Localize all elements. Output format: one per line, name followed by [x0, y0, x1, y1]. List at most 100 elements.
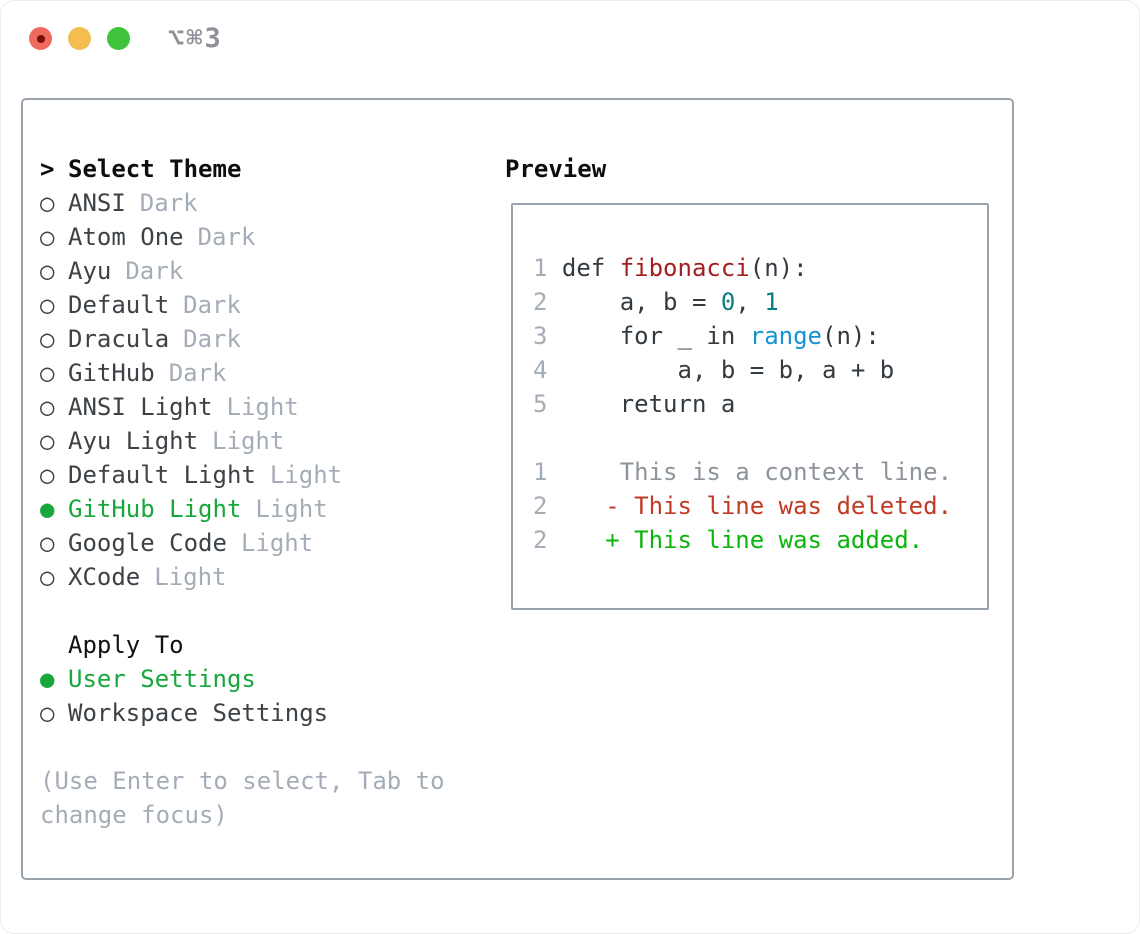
spacer — [40, 594, 492, 628]
radio-icon: ○ — [40, 359, 55, 387]
radio-icon: ○ — [40, 461, 55, 489]
apply-to-option-list: ● User Settings ○ Workspace Settings — [40, 662, 492, 730]
theme-label: Dracula — [68, 325, 170, 353]
code-segment: def — [561, 254, 620, 282]
theme-option-github-light[interactable]: ● GitHub Light Light — [40, 492, 492, 526]
theme-variant-tag: Dark — [197, 223, 256, 251]
theme-variant-tag: Dark — [168, 359, 227, 387]
radio-icon: ○ — [40, 529, 55, 557]
theme-variant-tag: Light — [226, 393, 299, 421]
apply-to-heading-label: Apply To — [68, 631, 184, 659]
theme-variant-tag: Light — [255, 495, 328, 523]
code-line: 5 return a — [533, 387, 975, 421]
code-segment: a, b = — [561, 288, 721, 316]
line-number: 2 — [533, 492, 548, 520]
diff-line-deleted: 2 - This line was deleted. — [533, 489, 975, 523]
theme-variant-tag: Light — [269, 461, 343, 489]
diff-text: - This line was deleted. — [547, 492, 953, 520]
radio-icon: ● — [40, 665, 55, 693]
line-number: 2 — [533, 526, 548, 554]
code-line: 1 def fibonacci(n): — [533, 251, 975, 285]
code-segment: 0 — [720, 288, 736, 316]
blank-line — [533, 421, 975, 455]
theme-label: Default Light — [68, 461, 256, 489]
close-dot-icon — [36, 34, 45, 43]
code-segment: a, b = b, a + b — [561, 356, 895, 384]
apply-option-label: Workspace Settings — [68, 699, 329, 727]
window-title: ⌥⌘3 — [168, 23, 223, 54]
theme-label: ANSI — [68, 189, 126, 217]
radio-icon: ○ — [40, 257, 55, 285]
window-titlebar: ⌥⌘3 — [1, 1, 1139, 76]
code-line: 4 a, b = b, a + b — [533, 353, 975, 387]
theme-option-atom-one[interactable]: ○ Atom One Dark — [40, 220, 492, 254]
code-segment: , — [735, 288, 765, 316]
theme-option-ayu[interactable]: ○ Ayu Dark — [40, 254, 492, 288]
code-segment: fibonacci — [619, 254, 750, 282]
theme-label: Default — [68, 291, 170, 319]
theme-label: GitHub — [68, 359, 155, 387]
theme-option-github[interactable]: ○ GitHub Dark — [40, 356, 492, 390]
line-number: 4 — [533, 356, 562, 384]
select-theme-heading: > Select Theme — [40, 152, 492, 186]
theme-variant-tag: Light — [154, 563, 227, 591]
theme-label: Atom One — [68, 223, 184, 251]
radio-icon: ○ — [40, 563, 55, 591]
line-number: 5 — [533, 390, 562, 418]
radio-icon: ○ — [40, 291, 55, 319]
traffic-light-close-icon[interactable] — [29, 27, 52, 50]
traffic-light-minimize-icon[interactable] — [68, 27, 91, 50]
diff-line-added: 2 + This line was added. — [533, 523, 975, 557]
radio-icon: ○ — [40, 189, 55, 217]
theme-option-default-light[interactable]: ○ Default Light Light — [40, 458, 492, 492]
line-number: 1 — [533, 254, 562, 282]
diff-text: This is a context line. — [547, 458, 953, 486]
theme-option-ansi[interactable]: ○ ANSI Dark — [40, 186, 492, 220]
apply-to-heading: Apply To — [40, 628, 492, 662]
apply-option-user-settings[interactable]: ● User Settings — [40, 662, 492, 696]
theme-variant-tag: Dark — [125, 257, 184, 285]
diff-preview-block: 1 This is a context line.2 - This line w… — [533, 455, 975, 557]
theme-option-xcode[interactable]: ○ XCode Light — [40, 560, 492, 594]
diff-line-context: 1 This is a context line. — [533, 455, 975, 489]
preview-heading: Preview — [505, 155, 607, 183]
apply-option-workspace-settings[interactable]: ○ Workspace Settings — [40, 696, 492, 730]
code-segment: (n): — [749, 254, 808, 282]
radio-icon: ○ — [40, 699, 55, 727]
code-segment: range — [749, 322, 822, 350]
theme-option-default[interactable]: ○ Default Dark — [40, 288, 492, 322]
diff-text: + This line was added. — [547, 526, 924, 554]
spacer — [40, 730, 492, 764]
theme-label: XCode — [68, 563, 141, 591]
radio-icon: ○ — [40, 223, 55, 251]
line-number: 3 — [533, 322, 562, 350]
theme-variant-tag: Light — [212, 427, 285, 455]
theme-variant-tag: Dark — [183, 291, 241, 319]
code-segment: for _ in — [561, 322, 750, 350]
theme-label: Ayu — [68, 257, 112, 285]
theme-variant-tag: Light — [240, 529, 314, 557]
theme-label: GitHub Light — [68, 495, 242, 523]
apply-to-indent — [40, 628, 68, 662]
apply-option-label: User Settings — [68, 665, 256, 693]
code-segment: return a — [561, 390, 736, 418]
code-line: 2 a, b = 0, 1 — [533, 285, 975, 319]
focus-pointer-icon: > — [40, 155, 55, 183]
code-segment: (n): — [822, 322, 880, 350]
traffic-light-zoom-icon[interactable] — [107, 27, 130, 50]
select-theme-heading-label: Select Theme — [68, 155, 242, 183]
code-line: 3 for _ in range(n): — [533, 319, 975, 353]
radio-icon: ○ — [40, 325, 55, 353]
radio-icon: ● — [40, 495, 55, 523]
radio-icon: ○ — [40, 427, 55, 455]
theme-variant-tag: Dark — [139, 189, 198, 217]
